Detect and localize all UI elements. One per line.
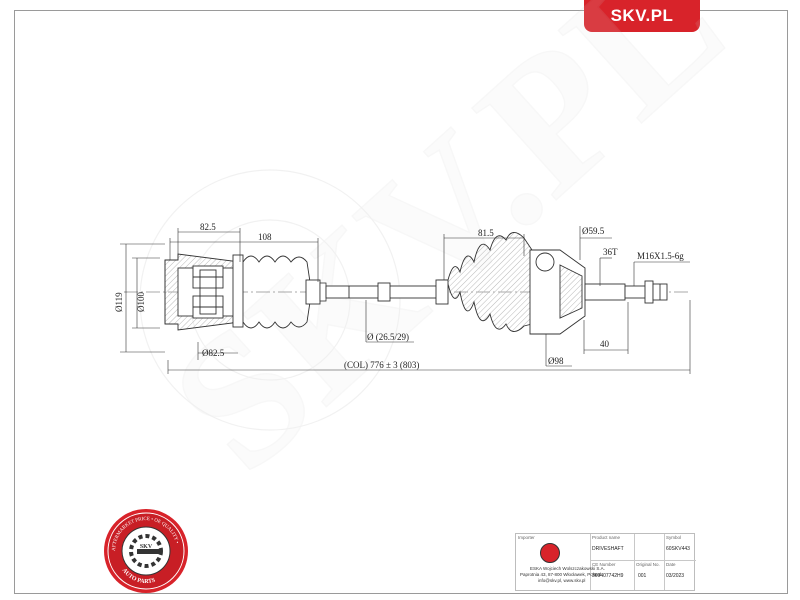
dim-flange-outer: Ø119 (114, 292, 124, 312)
importer-text-3: info@skv.pl, www.skv.pl (538, 578, 586, 583)
date-value: 03/2023 (666, 573, 685, 579)
dim-825-top: 82.5 (200, 222, 216, 232)
symbol-label: Symbol (666, 535, 682, 540)
drawing-frame (14, 10, 788, 594)
dim-595: Ø59.5 (582, 226, 605, 236)
dim-40: 40 (600, 339, 610, 349)
inner-boot-clamp (305, 279, 321, 305)
outer-joint (529, 249, 668, 335)
product-name-value: DRIVESHAFT (592, 546, 624, 552)
dim-98: Ø98 (548, 356, 564, 366)
importer-text-1: ESKA Wojciech Wolszczakowski S.A. (530, 566, 605, 571)
importer-label: Importer (518, 535, 535, 540)
seal-center-text: SKV (140, 544, 153, 550)
original-value: 001 (638, 573, 647, 579)
dim-815: 81.5 (478, 228, 494, 238)
product-name-label: Product name (592, 535, 621, 540)
date-label: Date (666, 562, 676, 567)
ce-value: 300407742H9 (592, 573, 624, 579)
symbol-value: 60SKV443 (666, 546, 690, 552)
dim-shaft: Ø (26.5/29) (367, 332, 409, 342)
dim-thread: M16X1.5-6g (637, 251, 684, 261)
brand-logo[interactable]: SKV.PL (584, 0, 700, 32)
inner-joint-housing (164, 253, 244, 331)
title-block: Importer ESKA Wojciech Wolszczakowski S.… (515, 533, 696, 591)
auto-parts-seal: SKV AFTERMARKET PRICE • OE QUALITY • AUT… (104, 509, 188, 593)
importer-logo (540, 543, 560, 563)
inner-boot (242, 255, 311, 329)
original-label: Original No. (636, 562, 660, 567)
dim-825-bottom: Ø82.5 (202, 348, 225, 358)
ce-label: CE Number (592, 562, 616, 567)
shaft (325, 282, 439, 302)
dim-spline: 36T (603, 247, 618, 257)
outer-boot (435, 232, 541, 332)
importer-text-2: Paprotnia 43, 87-800 Włocławek, Poland (520, 572, 602, 577)
dim-overall-length: (COL) 776 ± 3 (803) (344, 360, 419, 370)
dimension-lines (120, 226, 691, 374)
dim-flange-inner: Ø100 (136, 292, 146, 312)
dim-108: 108 (258, 232, 272, 242)
